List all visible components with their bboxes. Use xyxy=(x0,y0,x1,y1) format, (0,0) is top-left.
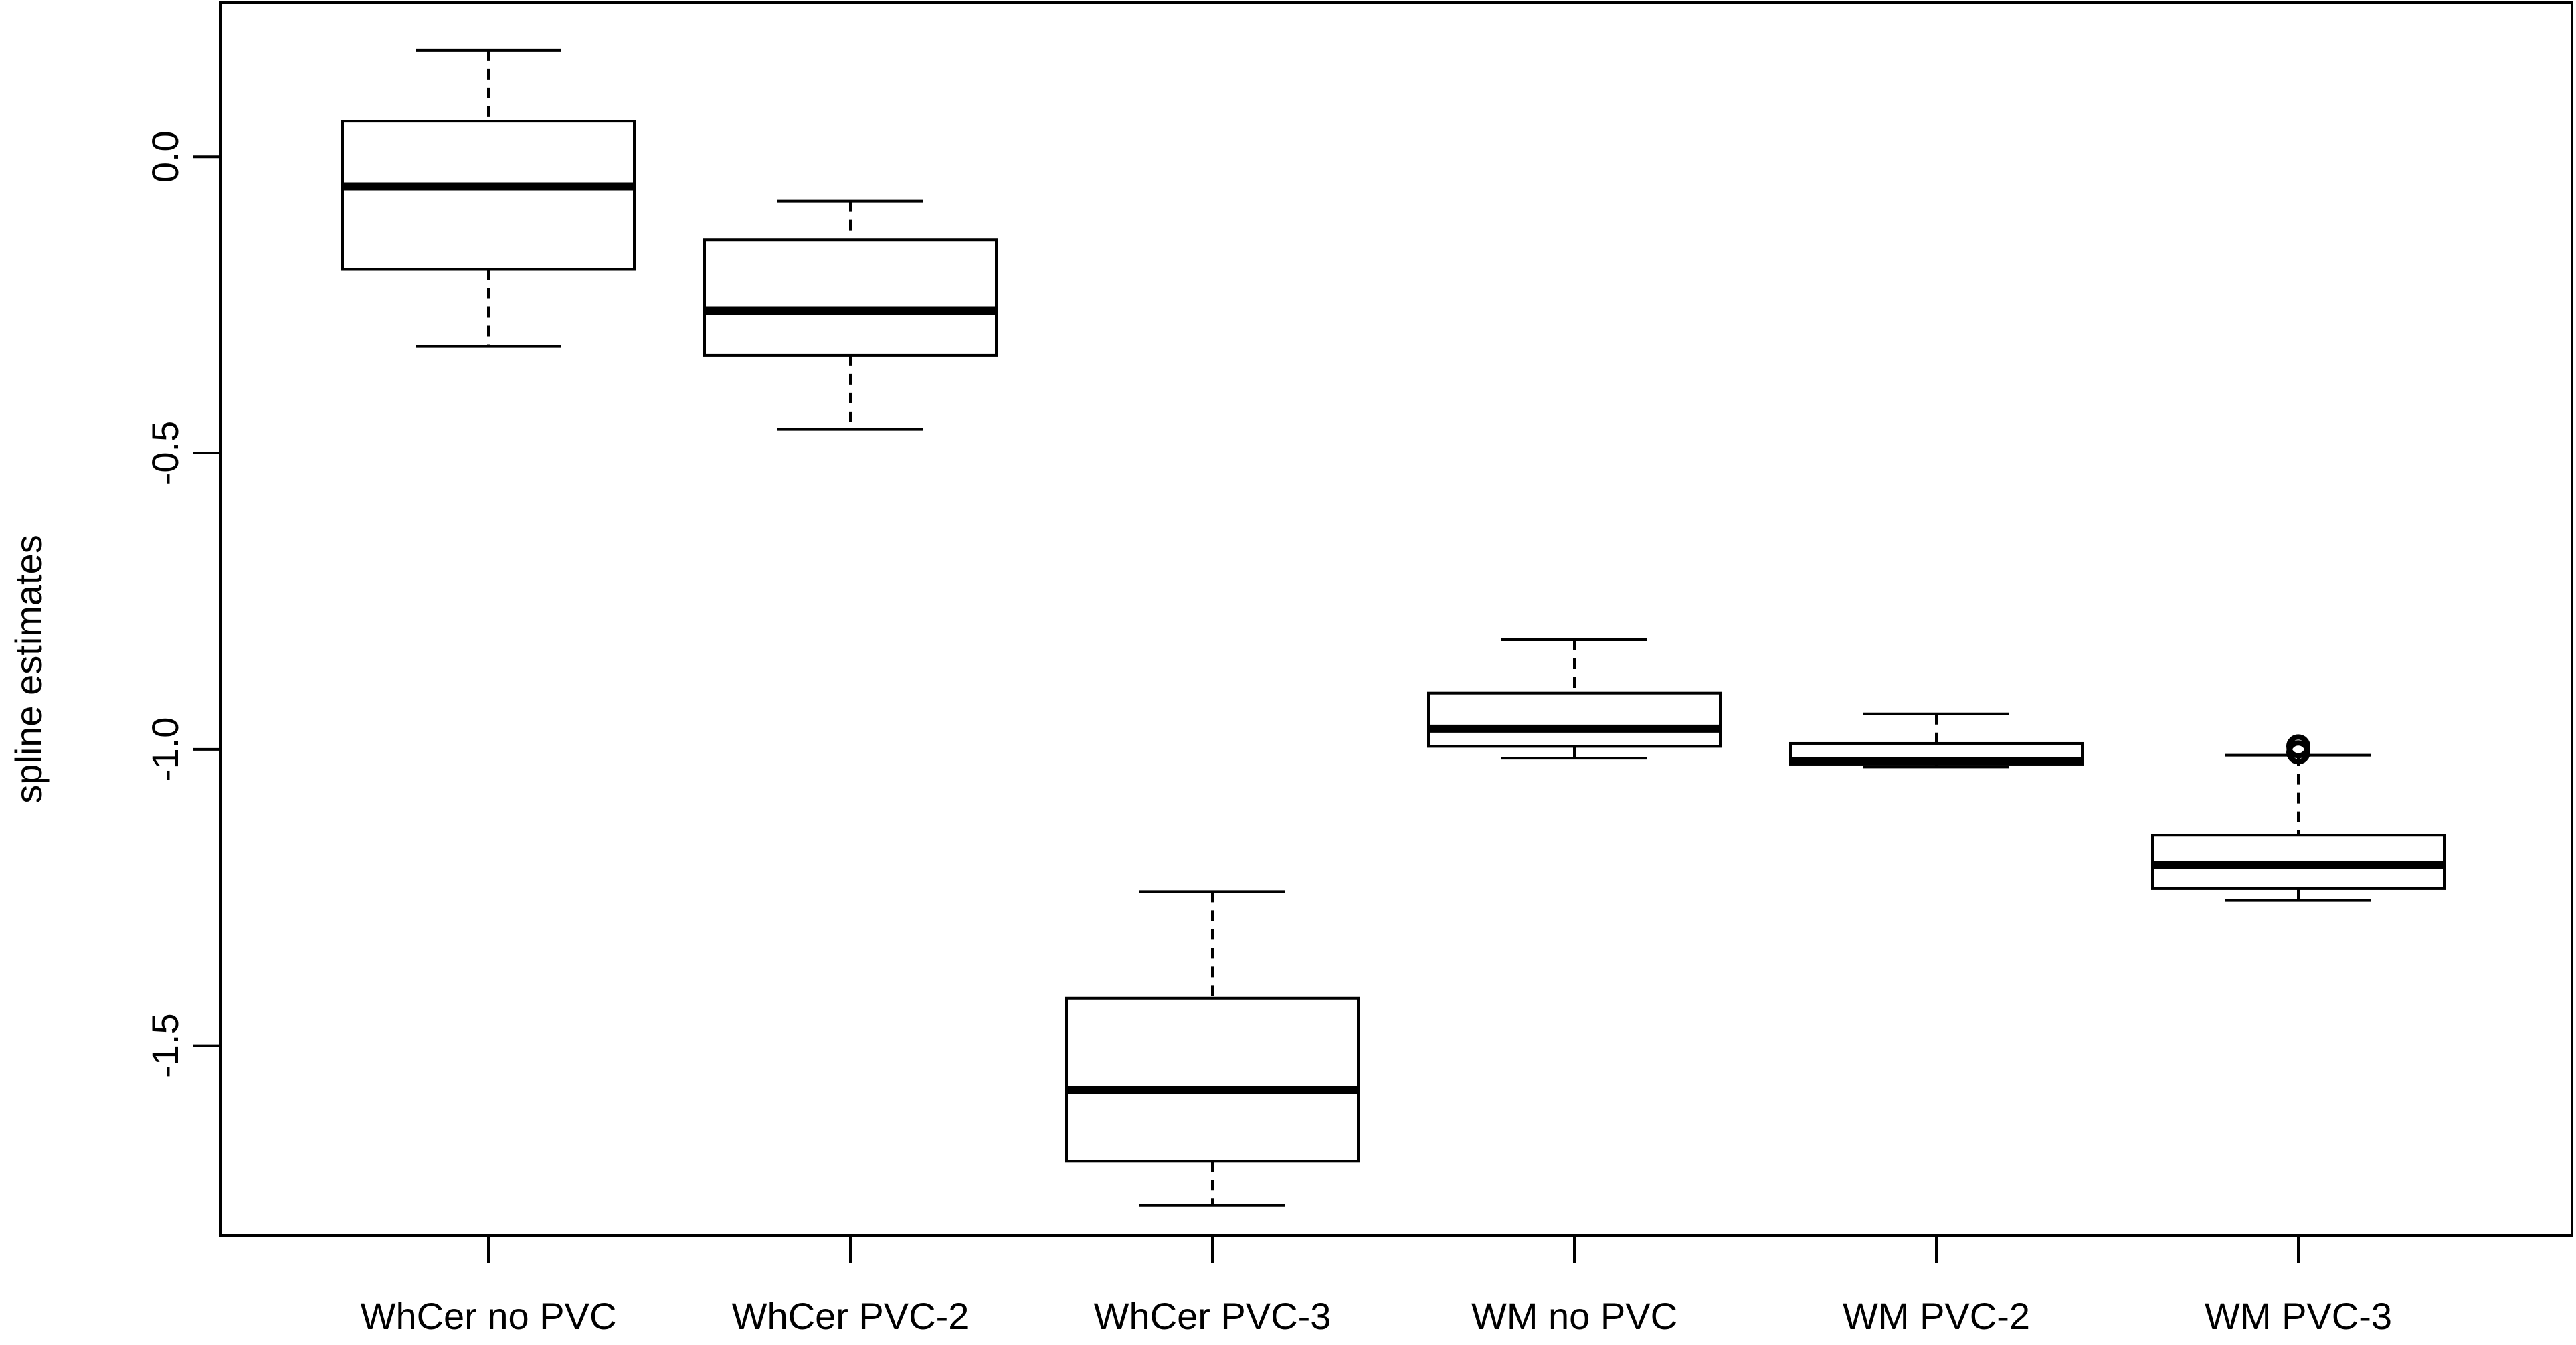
iqr-box xyxy=(1065,996,1360,1163)
x-tick-label: WhCer PVC-3 xyxy=(1094,1295,1331,1337)
y-axis: 0.0 -0.5 -1.0 -1.5 xyxy=(144,130,222,1078)
x-axis: WhCer no PVC WhCer PVC-2 WhCer PVC-3 WM no … xyxy=(361,1234,2392,1337)
y-tick-label: -1.0 xyxy=(144,717,186,782)
outlier-point xyxy=(2286,740,2310,765)
x-tick-label: WhCer no PVC xyxy=(361,1295,617,1337)
x-tick-label: WM no PVC xyxy=(1471,1295,1677,1337)
box-1 xyxy=(341,48,636,348)
iqr-box xyxy=(703,238,998,357)
y-tick-label: -0.5 xyxy=(144,421,186,486)
box-3 xyxy=(1065,890,1360,1207)
box-5 xyxy=(1789,712,2084,769)
x-tick-label: WM PVC-2 xyxy=(1843,1295,2030,1337)
iqr-box xyxy=(341,120,636,271)
box-series xyxy=(341,48,2446,1207)
x-tick-label: WhCer PVC-2 xyxy=(732,1295,970,1337)
y-tick-label: 0.0 xyxy=(144,130,186,183)
x-tick-label: WM PVC-3 xyxy=(2205,1295,2392,1337)
box-6 xyxy=(2151,734,2446,902)
box-2 xyxy=(703,199,998,431)
y-tick-label: -1.5 xyxy=(144,1013,186,1078)
box-4 xyxy=(1427,638,1722,760)
y-axis-title: spline estimates xyxy=(7,535,50,804)
iqr-box xyxy=(1427,691,1722,748)
